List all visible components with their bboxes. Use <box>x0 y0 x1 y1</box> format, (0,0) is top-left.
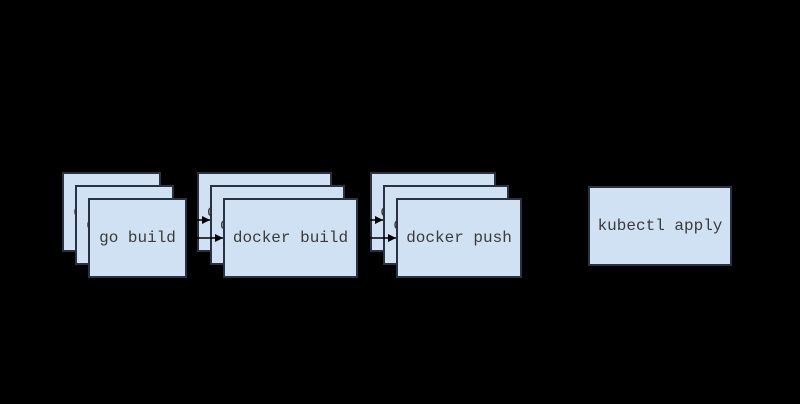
pipeline-box-go-build-front: go build <box>88 198 187 278</box>
pipeline-box-docker-push-front: docker push <box>396 198 522 278</box>
pipeline-box-kubectl-apply: kubectl apply <box>588 186 732 266</box>
pipeline-box-docker-build-front: docker build <box>223 198 358 278</box>
